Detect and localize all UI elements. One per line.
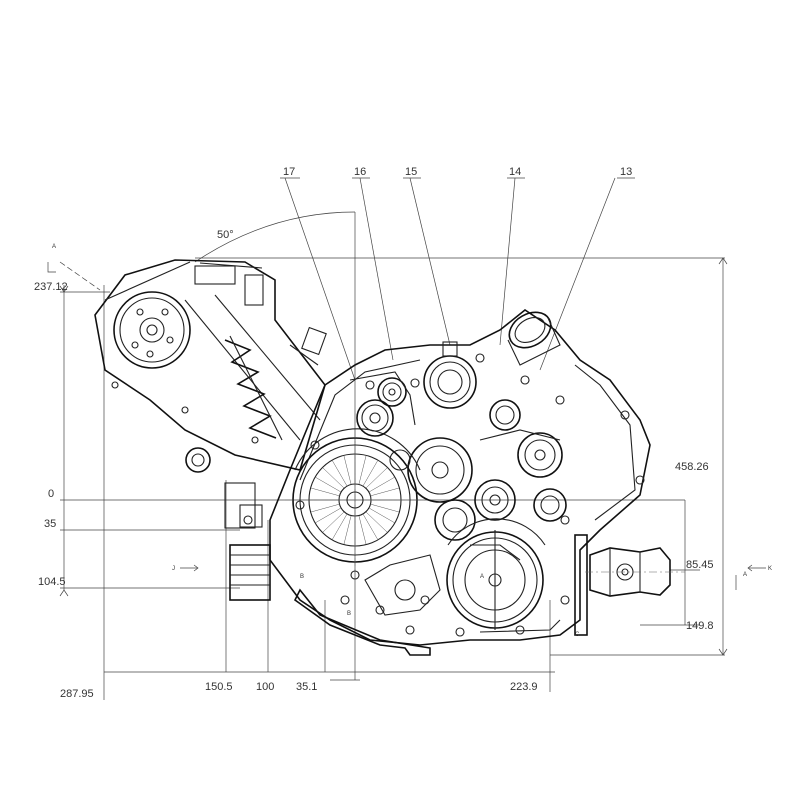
water-pump — [224, 482, 271, 601]
left-dimension-labels: 237.12 0 35 104.5 — [34, 281, 68, 588]
center-lines — [285, 430, 425, 570]
dim-149-8: 149.8 — [686, 620, 714, 632]
angle-value: 50° — [217, 229, 234, 241]
dim-35-1: 35.1 — [296, 681, 317, 693]
callout-numbers: 17 16 15 14 13 — [283, 166, 632, 178]
view-mark-j: J — [172, 566, 175, 572]
flywheel — [292, 428, 421, 563]
dim-223-9: 223.9 — [510, 681, 538, 693]
angle-label: 50° — [217, 229, 234, 241]
dim-287-95: 287.95 — [60, 688, 94, 700]
callout-13: 13 — [620, 166, 632, 178]
callout-15: 15 — [405, 166, 417, 178]
engine-assembly — [59, 259, 685, 656]
idler-gears — [349, 371, 416, 437]
bottom-dimension-labels: 287.95 150.5 100 35.1 223.9 — [60, 681, 538, 700]
dim-35: 35 — [44, 518, 56, 530]
section-mark-a-right: A — [743, 572, 747, 578]
filter-cap — [423, 341, 477, 409]
dim-237-12: 237.12 — [34, 281, 68, 293]
section-mark-b: B — [300, 574, 304, 580]
gear-train — [389, 399, 567, 561]
dimension-lines — [59, 211, 728, 700]
section-mark-a-top: A — [52, 244, 56, 250]
dim-458-26: 458.26 — [675, 461, 709, 473]
oil-pan — [293, 554, 441, 656]
right-dimension-labels: 458.26 85.45 149.8 — [675, 461, 714, 632]
callout-17: 17 — [283, 166, 295, 178]
section-mark-c: C — [575, 632, 580, 638]
intake-pipe — [507, 311, 561, 366]
section-mark-b-lower: B — [347, 611, 351, 617]
callout-16: 16 — [354, 166, 366, 178]
callout-leaders — [280, 177, 635, 381]
dim-150-5: 150.5 — [205, 681, 233, 693]
section-mark-a-gear: A — [480, 574, 484, 580]
callout-14: 14 — [509, 166, 521, 178]
dim-85-45: 85.45 — [686, 559, 714, 571]
section-markers: A A A B B C J K — [47, 244, 772, 638]
dim-0: 0 — [48, 488, 54, 500]
dim-104-5: 104.5 — [38, 576, 66, 588]
output-shaft — [574, 534, 685, 636]
output-gear — [446, 518, 546, 630]
view-mark-k: K — [768, 566, 772, 572]
dim-100: 100 — [256, 681, 274, 693]
crankcase — [269, 309, 651, 646]
